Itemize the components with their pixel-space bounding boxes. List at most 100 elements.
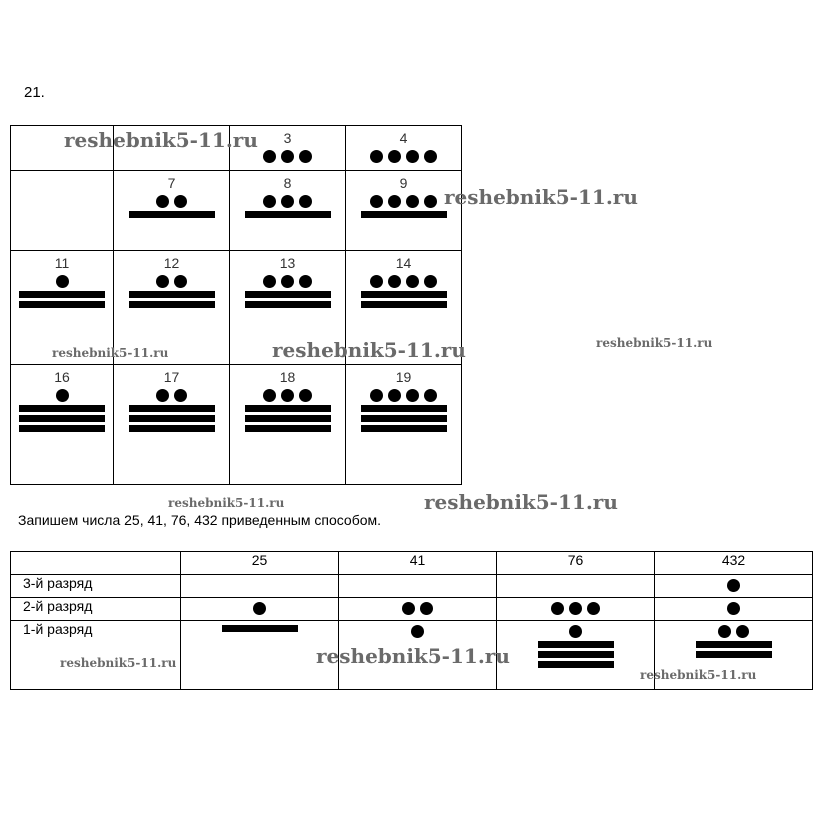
bar-icon xyxy=(221,625,298,632)
cell-number: 13 xyxy=(279,255,296,271)
dot-icon xyxy=(587,602,600,615)
dot-icon xyxy=(370,275,383,288)
dots-row xyxy=(253,602,266,615)
dot-icon xyxy=(55,389,69,402)
dot-icon xyxy=(299,389,312,402)
dot-icon xyxy=(174,195,187,208)
grid-cell: 12 xyxy=(113,250,230,365)
cell-number: 18 xyxy=(279,369,296,385)
header-cell: 76 xyxy=(496,551,655,575)
cell-number: 3 xyxy=(283,130,292,146)
dot-icon xyxy=(406,275,419,288)
maya-numeral xyxy=(497,602,654,618)
maya-numeral xyxy=(181,602,338,618)
watermark: reshebnik5-11.ru xyxy=(52,346,169,360)
dot-icon xyxy=(718,625,731,638)
grid-cell: 19 xyxy=(345,364,462,485)
dot-icon xyxy=(156,275,169,288)
grid-cell: 17 xyxy=(113,364,230,485)
digit-row: 2-й разряд xyxy=(10,597,813,621)
dot-icon xyxy=(727,579,740,592)
header-cell: 25 xyxy=(180,551,339,575)
maya-numeral xyxy=(114,275,229,311)
bar-icon xyxy=(19,291,105,298)
dot-icon xyxy=(388,389,401,402)
grid-cell: 18 xyxy=(229,364,346,485)
bar-icon xyxy=(360,301,447,308)
bar-icon xyxy=(128,415,215,422)
digit-cell xyxy=(180,574,339,598)
watermark: reshebnik5-11.ru xyxy=(60,656,177,670)
bar-icon xyxy=(244,301,331,308)
header-cell xyxy=(10,551,181,575)
maya-numeral xyxy=(230,275,345,311)
watermark: reshebnik5-11.ru xyxy=(424,490,618,514)
dot-icon xyxy=(569,602,582,615)
bar-icon xyxy=(19,425,105,432)
maya-numeral xyxy=(230,150,345,166)
bar-icon xyxy=(360,425,447,432)
bar-icon xyxy=(244,425,331,432)
grid-cell: 14 xyxy=(345,250,462,365)
dot-icon xyxy=(411,625,424,638)
digit-cell xyxy=(654,574,813,598)
bar-icon xyxy=(360,291,447,298)
bar-icon xyxy=(360,405,447,412)
dot-icon xyxy=(263,195,276,208)
watermark: reshebnik5-11.ru xyxy=(640,668,757,682)
dot-icon xyxy=(263,150,276,163)
digit-cell xyxy=(496,597,655,621)
bar-icon xyxy=(244,291,331,298)
watermark: reshebnik5-11.ru xyxy=(64,128,258,152)
grid-cell: 8 xyxy=(229,170,346,251)
dot-icon xyxy=(727,602,740,615)
dot-icon xyxy=(253,602,266,615)
row-label: 1-й разряд xyxy=(10,620,181,690)
dot-icon xyxy=(551,602,564,615)
dot-icon xyxy=(281,275,294,288)
digit-cell xyxy=(654,597,813,621)
dots-row xyxy=(718,625,749,638)
cell-number: 8 xyxy=(283,175,292,191)
caption: Запишем числа 25, 41, 76, 432 приведенны… xyxy=(18,512,382,528)
maya-numeral xyxy=(346,150,461,166)
cell-number: 12 xyxy=(163,255,180,271)
watermark: reshebnik5-11.ru xyxy=(272,338,466,362)
header-cell: 41 xyxy=(338,551,497,575)
dot-icon xyxy=(299,275,312,288)
dot-icon xyxy=(569,625,582,638)
digit-row: 3-й разряд xyxy=(10,574,813,598)
cell-number: 14 xyxy=(395,255,412,271)
dot-icon xyxy=(388,195,401,208)
dot-icon xyxy=(281,389,294,402)
bar-icon xyxy=(244,211,331,218)
dot-icon xyxy=(174,275,187,288)
dot-icon xyxy=(263,275,276,288)
dots-row xyxy=(370,195,437,208)
dot-icon xyxy=(406,389,419,402)
bar-icon xyxy=(360,415,447,422)
dot-icon xyxy=(406,195,419,208)
watermark: reshebnik5-11.ru xyxy=(316,644,510,668)
dots-row xyxy=(727,602,740,615)
dots-row xyxy=(156,195,187,208)
digit-cell xyxy=(338,574,497,598)
bar-icon xyxy=(244,405,331,412)
dot-icon xyxy=(370,150,383,163)
bar-icon xyxy=(537,641,614,648)
grid-cell: 13 xyxy=(229,250,346,365)
dots-row xyxy=(402,602,433,615)
grid-cell: 9 xyxy=(345,170,462,251)
dot-icon xyxy=(424,275,437,288)
dot-icon xyxy=(156,195,169,208)
bar-icon xyxy=(19,415,105,422)
dots-row xyxy=(55,389,69,402)
bar-icon xyxy=(695,651,772,658)
bar-icon xyxy=(128,211,215,218)
dot-icon xyxy=(299,195,312,208)
cell-number: 11 xyxy=(54,255,70,271)
digit-cell xyxy=(338,597,497,621)
dots-row xyxy=(156,389,187,402)
digit-cell xyxy=(338,620,497,690)
